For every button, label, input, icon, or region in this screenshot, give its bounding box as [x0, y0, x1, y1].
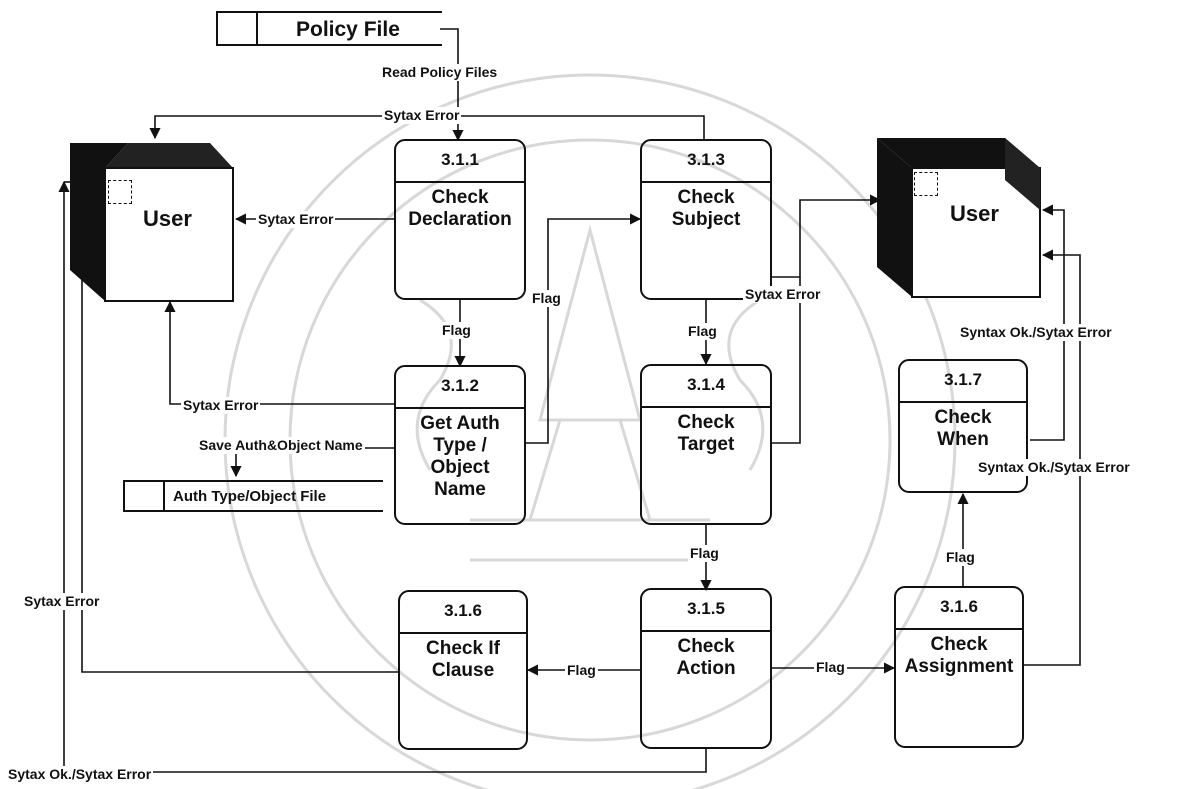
- flow-label-read-policy: Read Policy Files: [380, 64, 499, 81]
- process-id: 3.1.2: [396, 367, 524, 409]
- process-name: Check Action: [642, 636, 770, 680]
- process-name: Check When: [900, 407, 1026, 451]
- flow-label-subject-error: Sytax Error: [743, 286, 822, 303]
- process-name: Check Subject: [642, 187, 770, 231]
- process-id: 3.1.3: [642, 141, 770, 183]
- process-name: Check Target: [642, 412, 770, 456]
- flow-label-decl-error: Sytax Error: [256, 211, 335, 228]
- flow-label-top-error: Sytax Error: [382, 107, 461, 124]
- process-id: 3.1.6: [400, 592, 526, 634]
- process-id: 3.1.4: [642, 366, 770, 408]
- process-check-subject: 3.1.3 Check Subject: [640, 139, 772, 300]
- process-id: 3.1.1: [396, 141, 524, 183]
- user-left-label: User: [143, 206, 192, 232]
- flow-label-bottom-result: Sytax Ok./Sytax Error: [6, 766, 153, 783]
- auth-file-store: Auth Type/Object File: [123, 480, 383, 512]
- flow-label-action-flag-right: Flag: [814, 659, 847, 676]
- process-get-auth-type: 3.1.2 Get Auth Type / Object Name: [394, 365, 526, 525]
- process-check-assignment: 3.1.6 Check Assignment: [894, 586, 1024, 748]
- process-id: 3.1.7: [900, 361, 1026, 403]
- flow-label-getauth-flag: Flag: [530, 290, 563, 307]
- policy-file-store: Policy File: [216, 11, 442, 46]
- user-right-label: User: [950, 201, 999, 227]
- process-name: Get Auth Type / Object Name: [396, 413, 524, 501]
- process-name: Check Declaration: [396, 187, 524, 231]
- auth-file-label: Auth Type/Object File: [173, 482, 326, 510]
- flow-label-ifclause-error: Sytax Error: [22, 593, 101, 610]
- process-check-declaration: 3.1.1 Check Declaration: [394, 139, 526, 300]
- process-check-action: 3.1.5 Check Action: [640, 588, 772, 749]
- flow-label-action-flag-left: Flag: [565, 662, 598, 679]
- flow-label-save-auth: Save Auth&Object Name: [197, 437, 365, 454]
- user-right-marker: [914, 172, 938, 196]
- flow-getauth-flag: [526, 219, 640, 443]
- flow-subject-error: [770, 200, 880, 277]
- store-id-cell: [218, 13, 258, 44]
- flow-label-assignment-flag: Flag: [944, 549, 977, 566]
- policy-file-label: Policy File: [296, 13, 400, 44]
- process-name: Check Assignment: [896, 634, 1022, 678]
- flow-label-target-flag: Flag: [688, 545, 721, 562]
- flow-label-assignment-result: Syntax Ok./Sytax Error: [976, 459, 1132, 476]
- process-check-target: 3.1.4 Check Target: [640, 364, 772, 525]
- flow-label-getauth-error: Sytax Error: [181, 397, 260, 414]
- process-name: Check If Clause: [400, 638, 526, 682]
- process-id: 3.1.6: [896, 588, 1022, 630]
- store-id-cell: [125, 482, 165, 510]
- flow-label-subject-flag: Flag: [686, 323, 719, 340]
- flow-getauth-error: [170, 302, 396, 404]
- flow-label-when-result: Syntax Ok./Sytax Error: [958, 324, 1114, 341]
- process-id: 3.1.5: [642, 590, 770, 632]
- process-check-if-clause: 3.1.6 Check If Clause: [398, 590, 528, 750]
- user-left-marker: [108, 180, 132, 204]
- flow-label-decl-flag: Flag: [440, 322, 473, 339]
